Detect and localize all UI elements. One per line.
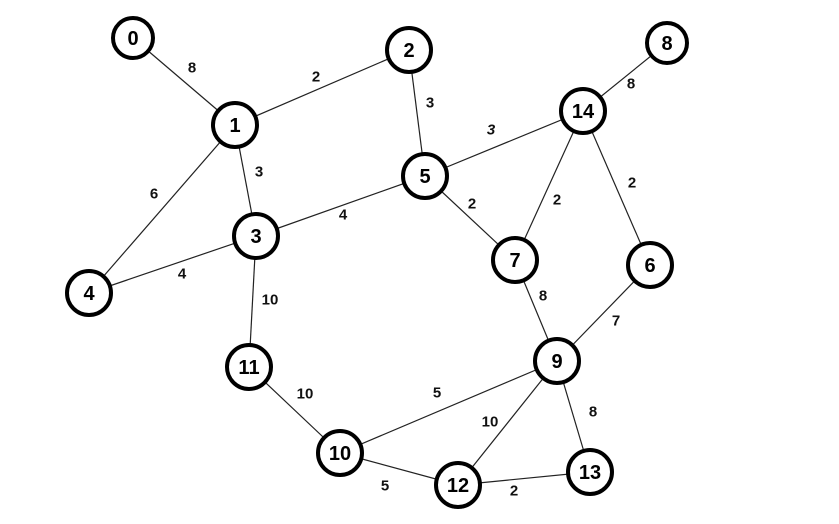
node-circle: [225, 343, 273, 391]
node-9: 9: [533, 337, 581, 385]
edge-9-10: [339, 360, 558, 454]
node-circle: [316, 429, 364, 477]
node-circle: [559, 87, 607, 135]
node-circle: [385, 26, 433, 74]
edge-weight-9-10: 5: [433, 385, 441, 402]
edge-weight-3-4: 4: [178, 266, 187, 283]
edge-weight-11-10: 10: [297, 386, 314, 403]
edge-3-5: [255, 175, 426, 237]
node-label: 9: [551, 351, 562, 373]
node-7: 7: [491, 236, 539, 284]
edge-9-12: [457, 360, 558, 486]
node-8: 8: [645, 21, 689, 65]
edge-weight-14-7: 2: [553, 192, 561, 209]
node-label: 8: [661, 33, 672, 55]
node-label: 1: [229, 115, 240, 137]
edge-3-4: [88, 235, 257, 294]
node-label: 6: [644, 255, 655, 277]
node-0: 0: [111, 16, 155, 60]
node-circle: [65, 269, 113, 317]
node-circle: [232, 212, 280, 260]
edge-weight-3-5: 4: [339, 207, 348, 224]
edge-weight-0-1: 8: [188, 60, 196, 77]
node-6: 6: [626, 241, 674, 289]
node-circle: [211, 101, 259, 149]
edge-weight-9-13: 8: [589, 404, 597, 421]
node-circle: [645, 21, 689, 65]
node-label: 5: [419, 166, 430, 188]
node-5: 5: [401, 152, 449, 200]
node-1: 1: [211, 101, 259, 149]
node-circle: [401, 152, 449, 200]
node-label: 4: [83, 283, 95, 305]
node-label: 10: [329, 443, 351, 465]
edge-weight-2-5: 3: [426, 95, 434, 112]
node-12: 12: [434, 461, 482, 509]
edge-weight-1-4: 6: [150, 186, 158, 203]
node-label: 12: [447, 475, 469, 497]
node-circle: [111, 16, 155, 60]
node-label: 0: [127, 28, 138, 50]
node-label: 13: [579, 462, 601, 484]
node-13: 13: [566, 448, 614, 496]
edge-weight-5-14: 3: [487, 122, 496, 139]
node-label: 2: [403, 40, 414, 62]
node-circle: [491, 236, 539, 284]
edge-weight-1-2: 2: [312, 69, 320, 86]
node-14: 14: [559, 87, 607, 135]
edge-14-7: [514, 110, 584, 261]
edge-1-4: [88, 124, 236, 294]
node-10: 10: [316, 429, 364, 477]
edge-weight-12-13: 2: [510, 483, 518, 500]
edge-weight-5-7: 2: [468, 196, 476, 213]
edge-weight-10-12: 5: [381, 478, 389, 495]
edge-weight-3-11: 10: [262, 292, 279, 309]
edge-weights-layer: 8 2 3 6 3 4 4 10 3 2 8 2 2 8 7 5 10 8 10 5 2: [150, 60, 636, 500]
edge-weight-14-8: 8: [627, 76, 635, 93]
edge-weight-7-9: 8: [539, 288, 547, 305]
node-2: 2: [385, 26, 433, 74]
node-circle: [434, 461, 482, 509]
node-circle: [626, 241, 674, 289]
edge-weight-9-12: 10: [482, 414, 499, 431]
node-3: 3: [232, 212, 280, 260]
node-label: 3: [250, 226, 261, 248]
node-circle: [533, 337, 581, 385]
node-label: 14: [572, 101, 595, 123]
node-label: 11: [238, 357, 259, 379]
node-4: 4: [65, 269, 113, 317]
edge-weight-6-9: 7: [612, 313, 620, 330]
edge-weight-1-3: 3: [255, 164, 263, 181]
edge-14-6: [582, 110, 651, 266]
edge-5-14: [424, 110, 584, 177]
node-label: 7: [509, 250, 520, 272]
edge-1-2: [234, 49, 410, 126]
node-11: 11: [225, 343, 273, 391]
node-circle: [566, 448, 614, 496]
edge-weight-14-6: 2: [628, 175, 636, 192]
